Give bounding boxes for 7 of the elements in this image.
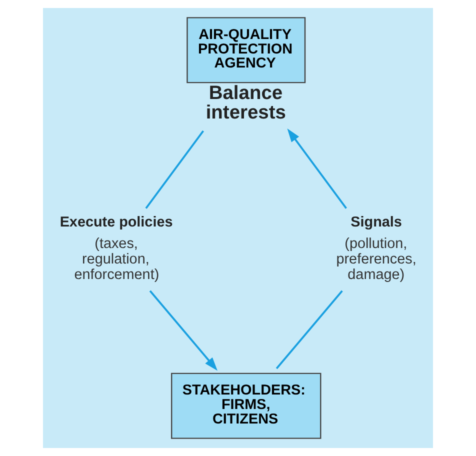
connector [145, 130, 204, 209]
connector [276, 290, 343, 370]
node-label: Balance interests [206, 83, 286, 124]
node-text: Execute policies (taxes, regulation, enforcement) [60, 214, 173, 284]
node-text: Signals (pollution, preferences, damage) [336, 214, 416, 284]
arrow [287, 128, 347, 209]
arrow [149, 290, 218, 371]
